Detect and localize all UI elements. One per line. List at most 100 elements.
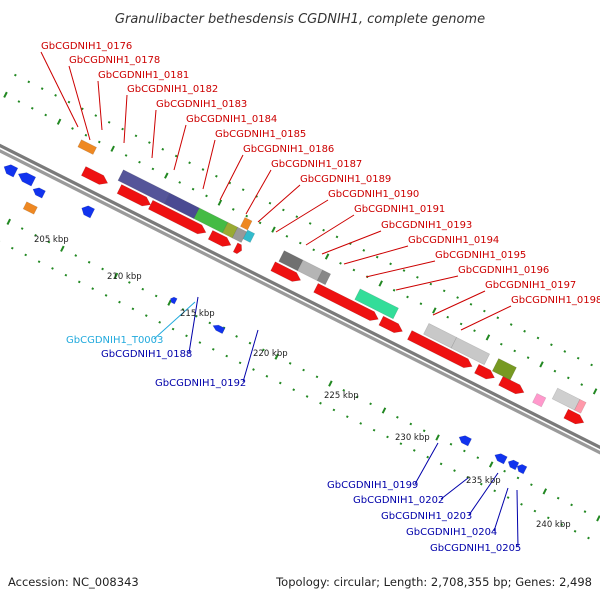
track-dot: [372, 428, 376, 432]
gene-label[interactable]: GbCGDNIH1_0189: [300, 174, 391, 185]
leader-line: [414, 442, 439, 485]
gene-feature[interactable]: [563, 408, 586, 427]
track-dot: [24, 253, 28, 257]
track-dot: [74, 254, 78, 257]
track-dot: [308, 222, 312, 225]
gene-label[interactable]: GbCGDNIH1_0182: [127, 84, 218, 95]
gene-label[interactable]: GbCGDNIH1_0186: [243, 144, 334, 155]
gene-feature[interactable]: [493, 451, 508, 465]
gene-feature[interactable]: [474, 363, 496, 382]
gene-label[interactable]: GbCGDNIH1_0181: [98, 70, 189, 81]
track-dot: [40, 87, 44, 90]
leader-line: [343, 245, 409, 265]
gene-feature[interactable]: [551, 387, 581, 411]
gene-feature[interactable]: [574, 398, 587, 414]
gene-feature[interactable]: [240, 217, 253, 231]
gene-label[interactable]: GbCGDNIH1_0203: [381, 511, 472, 522]
gene-feature[interactable]: [79, 204, 96, 219]
gene-feature[interactable]: [532, 393, 547, 408]
gene-label[interactable]: GbCGDNIH1_0187: [271, 159, 362, 170]
gene-feature[interactable]: [313, 282, 381, 323]
gene-label[interactable]: GbCGDNIH1_0199: [327, 480, 418, 491]
track-dot: [113, 272, 119, 279]
gene-label[interactable]: GbCGDNIH1_0198: [511, 295, 600, 306]
track-dot: [292, 388, 296, 392]
track-dot: [144, 314, 148, 317]
track-dot: [84, 133, 88, 137]
gene-feature[interactable]: [80, 166, 110, 188]
gene-feature[interactable]: [207, 229, 233, 249]
gene-label[interactable]: GbCGDNIH1_0204: [406, 527, 497, 538]
gene-feature[interactable]: [378, 315, 405, 336]
gene-feature[interactable]: [116, 184, 153, 210]
leader-line: [202, 139, 216, 190]
gene-label[interactable]: GbCGDNIH1_0191: [354, 204, 445, 215]
gene-feature[interactable]: [316, 269, 332, 286]
gene-feature[interactable]: [2, 162, 19, 178]
genome-summary-text: Topology: circular; Length: 2,708,355 bp…: [275, 575, 592, 589]
gene-label[interactable]: GbCGDNIH1_0197: [485, 280, 576, 291]
track-dot: [339, 261, 342, 265]
dotted-track: [14, 73, 593, 367]
track-dot: [485, 334, 491, 341]
gene-label[interactable]: GbCGDNIH1_0184: [186, 114, 277, 125]
gene-feature[interactable]: [22, 201, 38, 215]
gene-feature[interactable]: [491, 358, 517, 381]
track-dot: [14, 73, 17, 77]
gene-label[interactable]: GbCGDNIH1_0188: [101, 349, 192, 360]
gene-label[interactable]: GbCGDNIH1_0185: [215, 129, 306, 140]
gene-feature[interactable]: [77, 139, 98, 155]
gene-label[interactable]: GbCGDNIH1_0183: [156, 99, 247, 110]
leader-line: [493, 487, 509, 532]
gene-label[interactable]: GbCGDNIH1_0195: [435, 250, 526, 261]
gene-label[interactable]: GbCGDNIH1_T0003: [66, 335, 163, 346]
gene-feature[interactable]: [212, 323, 226, 335]
gene-label[interactable]: GbCGDNIH1_0192: [155, 378, 246, 389]
gene-feature[interactable]: [354, 288, 399, 320]
backbone-line-upper: [0, 131, 600, 489]
track-dot: [322, 228, 325, 232]
gene-label[interactable]: GbCGDNIH1_0205: [430, 543, 521, 554]
gene-feature[interactable]: [232, 242, 244, 255]
track-dot: [131, 307, 135, 311]
gene-feature[interactable]: [515, 463, 528, 475]
gene-feature[interactable]: [498, 375, 527, 397]
gene-label[interactable]: GbCGDNIH1_0194: [408, 235, 499, 246]
track-dot: [536, 336, 540, 340]
gene-feature[interactable]: [506, 458, 520, 471]
track-dot: [128, 281, 131, 284]
gene-feature[interactable]: [457, 434, 472, 447]
gene-feature[interactable]: [147, 199, 208, 237]
gene-feature[interactable]: [242, 229, 256, 243]
track-dot: [442, 289, 446, 293]
gene-feature[interactable]: [231, 226, 248, 243]
track-dot: [375, 255, 379, 259]
gene-label[interactable]: GbCGDNIH1_0202: [353, 495, 444, 506]
label-leader-lines: [40, 51, 519, 548]
track-dot: [516, 476, 520, 480]
track-dot: [426, 455, 430, 459]
gene-label[interactable]: GbCGDNIH1_0193: [381, 220, 472, 231]
gene-label[interactable]: GbCGDNIH1_0196: [458, 265, 549, 276]
track-dot: [91, 287, 95, 290]
gene-feature[interactable]: [31, 186, 46, 199]
gene-label[interactable]: GbCGDNIH1_0190: [328, 189, 419, 200]
gene-feature[interactable]: [450, 336, 491, 366]
track-dot: [10, 246, 14, 250]
gene-feature[interactable]: [16, 170, 37, 187]
gene-label[interactable]: GbCGDNIH1_0176: [41, 41, 132, 52]
track-dot: [185, 334, 188, 338]
leader-line: [440, 477, 469, 500]
track-dot: [319, 401, 322, 405]
track-dot: [539, 361, 544, 368]
gene-feature[interactable]: [270, 261, 303, 285]
gene-feature[interactable]: [169, 296, 178, 305]
track-dot: [71, 127, 74, 130]
track-dot: [488, 461, 494, 468]
gene-feature[interactable]: [407, 330, 474, 371]
track-dot: [469, 302, 473, 306]
track-dot: [439, 462, 443, 466]
gene-label[interactable]: GbCGDNIH1_0178: [69, 55, 160, 66]
track-dot: [274, 353, 280, 360]
track-dot: [178, 181, 182, 184]
